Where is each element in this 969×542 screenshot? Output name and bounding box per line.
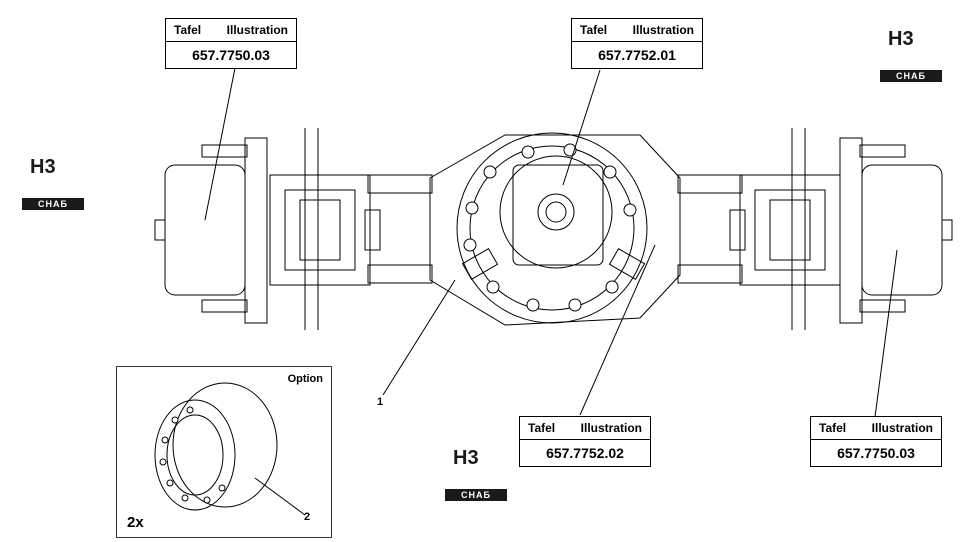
reference-box-left-hub[interactable]: Tafel Illustration 657.7750.03 [165,18,297,69]
axle-housing [429,132,681,326]
leader-lines [204,67,898,516]
ref-header-tafel: Tafel [174,23,202,37]
callout-part-2: 2 [304,511,311,523]
ref-header-tafel: Tafel [819,421,847,435]
ref-number: 657.7750.03 [192,46,270,63]
logo-text: СНАБ [445,489,507,501]
watermark-logo-top-right: H3 СНАБ [880,24,942,82]
brake-drum-option [154,382,278,511]
reference-box-center-top[interactable]: Tafel Illustration 657.7752.01 [571,18,703,69]
ref-header-illustration: Illustration [580,421,642,435]
reference-box-center-bottom[interactable]: Tafel Illustration 657.7752.02 [519,416,651,467]
logo-mark: H3 [888,28,914,50]
watermark-logo-bottom: H3 СНАБ [445,443,507,501]
logo-text: СНАБ [880,70,942,82]
right-brake-assembly [729,128,841,330]
left-brake-assembly [269,128,381,330]
reference-box-right-hub[interactable]: Tafel Illustration 657.7750.03 [810,416,942,467]
left-wheel-hub [154,137,268,324]
logo-mark: H3 [30,156,56,178]
callout-part-1: 1 [377,396,384,408]
watermark-logo-left: H3 СНАБ [22,152,84,210]
ref-number: 657.7750.03 [837,444,915,461]
right-wheel-hub [839,137,953,324]
ref-header-tafel: Tafel [528,421,556,435]
ref-header-illustration: Illustration [871,421,933,435]
ref-header-tafel: Tafel [580,23,608,37]
option-panel: Option 2x [116,366,332,538]
ref-header-illustration: Illustration [226,23,288,37]
ref-header-illustration: Illustration [632,23,694,37]
axle-tubes [367,174,743,284]
ref-number: 657.7752.02 [546,444,624,461]
quantity-label: 2x [127,514,144,531]
ref-number: 657.7752.01 [598,46,676,63]
option-label: Option [287,373,323,385]
logo-text: СНАБ [22,198,84,210]
logo-mark: H3 [453,447,479,469]
